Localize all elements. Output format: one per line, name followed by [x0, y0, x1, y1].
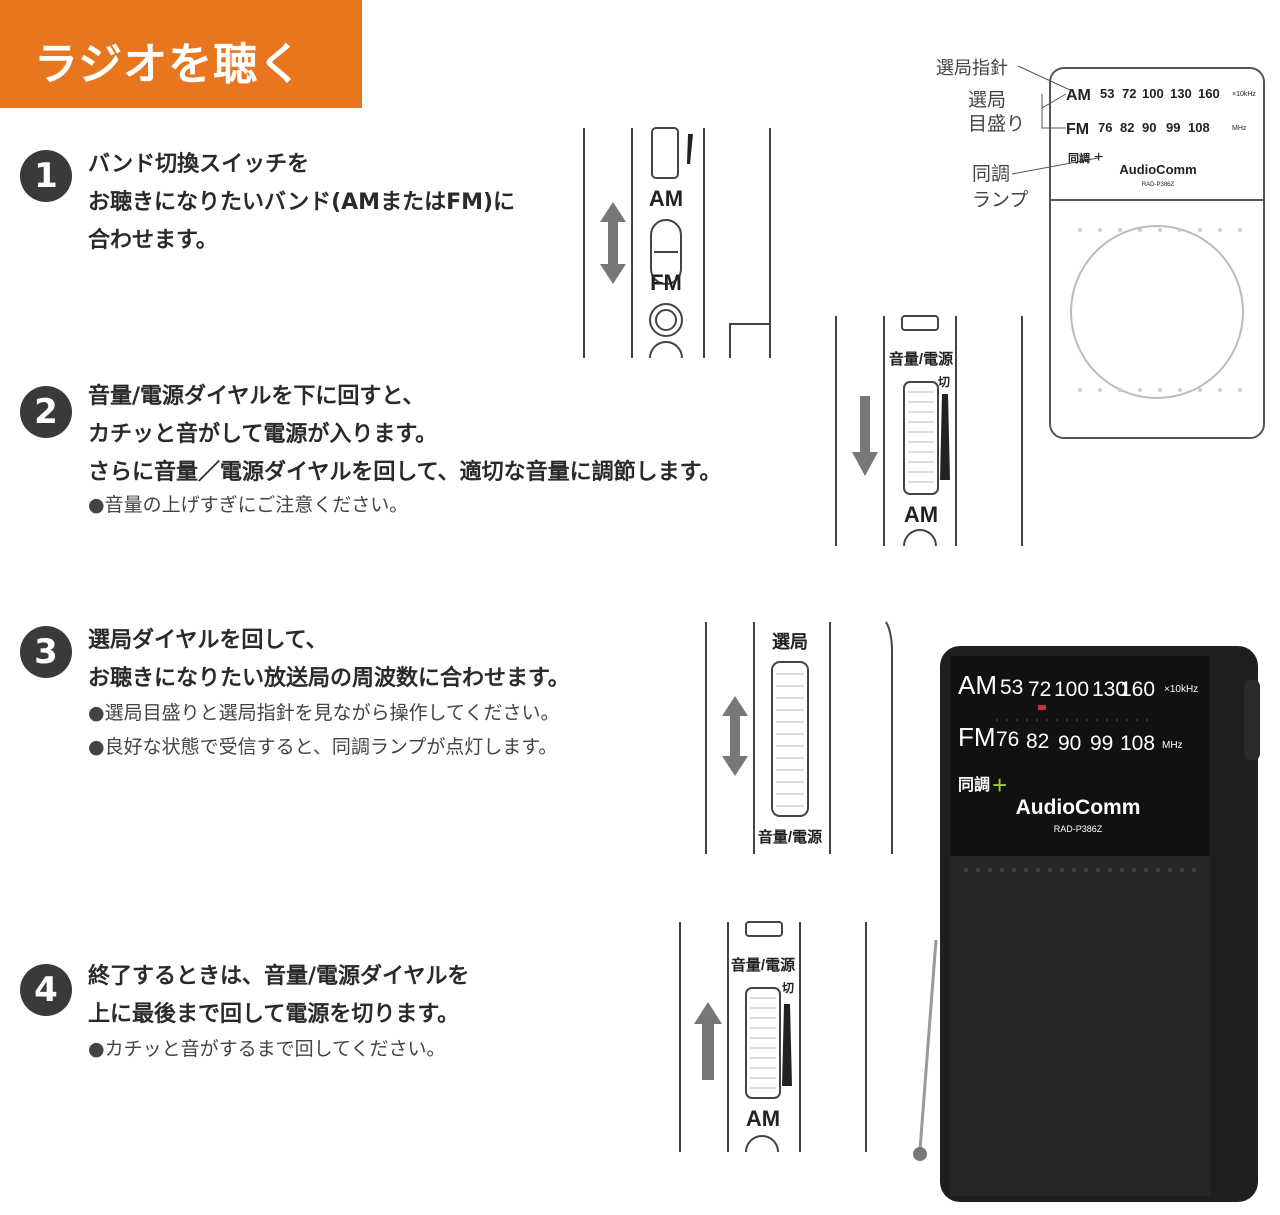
- tuning-diagram: 選局 音量/電源: [705, 621, 893, 854]
- outline-am-label: AM: [1066, 87, 1091, 104]
- volume-off-label: 音量/電源: [731, 956, 795, 974]
- volume-off-off-mark: 切: [782, 981, 794, 995]
- photo-fm-freq-5: 108: [1120, 732, 1155, 755]
- outline-am-freq-2: 72: [1122, 86, 1136, 101]
- band-switch-am-label: AM: [649, 186, 683, 211]
- step-3-line-1: 選局ダイヤルを回して、: [88, 628, 328, 653]
- outline-model: RAD-P386Z: [1142, 182, 1175, 188]
- volume-on-am-label: AM: [904, 502, 938, 527]
- photo-fm-freq-2: 82: [1026, 730, 1049, 753]
- outline-am-freq-3: 100: [1142, 86, 1164, 101]
- outline-fm-freq-2: 82: [1120, 120, 1134, 135]
- photo-model: RAD-P386Z: [1054, 824, 1103, 834]
- step-3-line-2: お聴きになりたい放送局の周波数に合わせます。: [88, 666, 570, 691]
- photo-am-label: AM: [958, 670, 997, 700]
- photo-lamp-label: 同調: [958, 775, 990, 794]
- photo-am-freq-4: 130: [1092, 678, 1127, 701]
- volume-off-am-label: AM: [746, 1106, 780, 1131]
- outline-fm-freq-1: 76: [1098, 120, 1112, 135]
- tuning-bottom-label: 音量/電源: [758, 828, 822, 846]
- outline-fm-label: FM: [1066, 121, 1089, 138]
- photo-fm-label: FM: [958, 722, 996, 752]
- photo-am-unit: ×10kHz: [1164, 684, 1198, 695]
- step-3-note-2: ●良好な状態で受信すると、同調ランプが点灯します。: [88, 736, 558, 758]
- photo-brand: AudioComm: [1016, 796, 1141, 819]
- step-number-4: 4: [20, 964, 72, 1016]
- photo-fm-unit: MHz: [1162, 740, 1183, 751]
- outline-am-freq-5: 160: [1198, 86, 1220, 101]
- outline-fm-freq-4: 99: [1166, 120, 1180, 135]
- step-number-3: 3: [20, 626, 72, 678]
- step-1-line-3: 合わせます。: [88, 228, 218, 253]
- photo-am-freq-1: 53: [1000, 676, 1023, 699]
- outline-fm-freq-3: 90: [1142, 120, 1156, 135]
- callout-scale-1: 選局: [968, 89, 1006, 111]
- step-1-line-2: お聴きになりたいバンド(AMまたはFM)に: [88, 190, 516, 215]
- step-4-line-2: 上に最後まで回して電源を切ります。: [88, 1002, 460, 1027]
- tuning-label: 選局: [772, 632, 808, 652]
- photo-fm-freq-1: 76: [996, 728, 1019, 751]
- photo-fm-freq-4: 99: [1090, 732, 1113, 755]
- photo-am-freq-3: 100: [1054, 678, 1089, 701]
- band-switch-diagram: AM FM: [583, 127, 771, 359]
- step-2-line-2: カチッと音がして電源が入ります。: [88, 422, 438, 447]
- step-2-line-3: さらに音量／電源ダイヤルを回して、適切な音量に調節します。: [88, 460, 722, 485]
- step-number-1: 1: [20, 150, 72, 202]
- outline-am-unit: ×10kHz: [1232, 91, 1256, 98]
- callout-lamp-1: 同調: [972, 163, 1010, 185]
- outline-brand: AudioComm: [1119, 162, 1196, 177]
- step-number-2: 2: [20, 386, 72, 438]
- step-4-line-1: 終了するときは、音量/電源ダイヤルを: [88, 964, 470, 989]
- outline-am-freq-4: 130: [1170, 86, 1192, 101]
- step-2-note-1: ●音量の上げすぎにご注意ください。: [88, 494, 409, 516]
- step-1-line-1: バンド切換スイッチを: [88, 152, 310, 177]
- step-3-note-1: ●選局目盛りと選局指針を見ながら操作してください。: [88, 702, 560, 724]
- outline-lamp-label: 同調: [1068, 151, 1090, 165]
- outline-lamp-icon: +: [1094, 149, 1103, 166]
- volume-off-diagram: 音量/電源 切 AM: [679, 921, 867, 1153]
- volume-on-diagram: 音量/電源 切 AM: [835, 315, 1023, 547]
- photo-am-freq-5: 160: [1120, 678, 1155, 701]
- photo-am-freq-2: 72: [1028, 678, 1051, 701]
- step-4-note-1: ●カチッと音がするまで回してください。: [88, 1038, 446, 1060]
- radio-outline-diagram: AM 53 72 100 130 160 ×10kHz FM 76 82 90 …: [936, 58, 1265, 439]
- callout-lamp-2: ランプ: [972, 189, 1028, 211]
- callout-scale-2: 目盛り: [968, 113, 1025, 135]
- section-header: ラジオを聴く: [0, 0, 362, 108]
- outline-fm-freq-5: 108: [1188, 120, 1210, 135]
- section-title: ラジオを聴く: [34, 39, 304, 90]
- volume-on-off-mark: 切: [938, 375, 950, 389]
- outline-fm-unit: MHz: [1232, 125, 1247, 132]
- step-2-line-1: 音量/電源ダイヤルを下に回すと、: [88, 384, 425, 409]
- callout-pointer: 選局指針: [936, 58, 1008, 78]
- radio-product-image: AM 53 72 100 130 160 ×10kHz FM 76 82 90 …: [913, 646, 1260, 1202]
- outline-am-freq-1: 53: [1100, 86, 1114, 101]
- volume-on-label: 音量/電源: [889, 350, 953, 368]
- photo-lamp-icon: +: [992, 770, 1007, 800]
- photo-fm-freq-3: 90: [1058, 732, 1081, 755]
- band-switch-fm-label: FM: [650, 270, 682, 295]
